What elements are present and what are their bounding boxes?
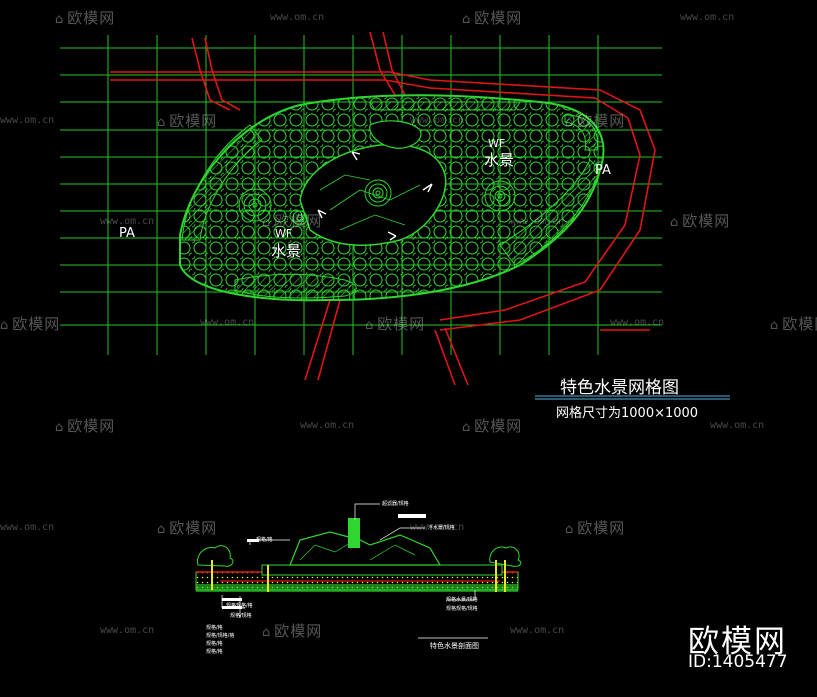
feature-pond-plan	[179, 94, 605, 302]
wf-left-name: 水景	[271, 242, 302, 260]
watermark-brand: ⌂欧模网	[365, 313, 425, 334]
pa-right-label: PA	[595, 163, 611, 178]
watermark-brand: ⌂欧模网	[0, 313, 60, 334]
sofa-icon: ⌂	[262, 625, 272, 640]
sofa-icon: ⌂	[565, 115, 575, 130]
watermark-url: www.om.cn	[100, 625, 155, 636]
sofa-icon: ⌂	[0, 318, 10, 333]
watermark-brand: ⌂欧模网	[157, 517, 217, 538]
watermark-brand: ⌂欧模网	[157, 110, 217, 131]
sofa-icon: ⌂	[462, 420, 472, 435]
watermark-brand-text: 欧模网	[169, 519, 218, 537]
watermark-brand: ⌂欧模网	[262, 620, 322, 641]
watermark-brand-text: 欧模网	[274, 622, 323, 640]
watermark-brand-text: 欧模网	[67, 9, 116, 27]
watermark-brand-text: 欧模网	[67, 417, 116, 435]
callout-label: 规格/格	[256, 537, 273, 543]
callout-label: 规格/格	[206, 649, 223, 655]
watermark-brand: ⌂欧模网	[670, 210, 730, 231]
watermark-url: www.om.cn	[300, 420, 355, 431]
section-drawing	[195, 503, 522, 639]
watermark-brand-text: 欧模网	[577, 519, 626, 537]
watermark-brand-text: 欧模网	[474, 417, 523, 435]
pa-left-label: PA	[119, 226, 135, 241]
plan-subtitle: 网格尺寸为1000×1000	[556, 406, 699, 421]
watermark-url: www.om.cn	[710, 420, 765, 431]
watermark-url: www.om.cn	[100, 216, 155, 227]
callout-label: 规格水景/规格	[446, 597, 478, 603]
watermark-brand: ⌂欧模网	[462, 415, 522, 436]
watermark-brand: ⌂欧模网	[55, 7, 115, 28]
watermark-brand-text: 欧模网	[274, 212, 323, 230]
watermark-url: www.om.cn	[510, 625, 565, 636]
model-id-label: ID:1405477	[688, 652, 788, 672]
watermark-brand: ⌂欧模网	[262, 210, 322, 231]
wf-left-code: WF	[275, 227, 293, 240]
watermark-url: www.om.cn	[410, 115, 465, 126]
callout-label: 规格/规格	[230, 613, 252, 619]
watermark-brand: ⌂欧模网	[462, 7, 522, 28]
sofa-icon: ⌂	[462, 12, 472, 27]
watermark-url: www.om.cn	[0, 115, 55, 126]
watermark-brand: ⌂欧模网	[770, 313, 817, 334]
wf-right-code: WF	[488, 137, 506, 150]
callout-label: 规格规格/规格	[446, 606, 478, 612]
watermark-url: www.om.cn	[610, 317, 665, 328]
watermark-brand: ⌂欧模网	[55, 415, 115, 436]
callout-label: 规格/格	[206, 641, 223, 647]
callout-label: 超滤器/规格	[382, 501, 409, 507]
watermark-brand-text: 欧模网	[577, 112, 626, 130]
watermark-url: www.om.cn	[510, 216, 565, 227]
sofa-icon: ⌂	[262, 215, 272, 230]
watermark-brand: ⌂欧模网	[565, 517, 625, 538]
watermark-url: www.om.cn	[680, 12, 735, 23]
section-caption: 特色水景剖面图	[430, 642, 479, 650]
sofa-icon: ⌂	[55, 12, 65, 27]
sofa-icon: ⌂	[55, 420, 65, 435]
plan-title: 特色水景网格图	[560, 378, 679, 398]
watermark-brand: ⌂欧模网	[565, 110, 625, 131]
callout-label: 规格规格/格	[226, 603, 253, 609]
sofa-icon: ⌂	[770, 318, 780, 333]
sofa-icon: ⌂	[365, 318, 375, 333]
watermark-brand-text: 欧模网	[682, 212, 731, 230]
watermark-brand-text: 欧模网	[377, 315, 426, 333]
watermark-url: www.om.cn	[270, 12, 325, 23]
title-underline	[535, 395, 730, 400]
watermark-url: www.om.cn	[410, 522, 465, 533]
sofa-icon: ⌂	[670, 215, 680, 230]
sofa-icon: ⌂	[565, 522, 575, 537]
wf-right-name: 水景	[484, 151, 515, 169]
path-outlines	[110, 31, 656, 386]
watermark-brand-text: 欧模网	[782, 315, 817, 333]
watermark-brand-text: 欧模网	[474, 9, 523, 27]
watermark-brand-text: 欧模网	[12, 315, 61, 333]
sofa-icon: ⌂	[157, 115, 167, 130]
callout-label: 规格/规格/格	[206, 633, 235, 639]
brand-logo-text: 欧模网	[688, 624, 787, 660]
callout-label: 浮水景/规格	[428, 525, 455, 531]
watermark-url: www.om.cn	[0, 522, 55, 533]
watermark-url: www.om.cn	[200, 317, 255, 328]
sofa-icon: ⌂	[157, 522, 167, 537]
watermark-brand-text: 欧模网	[169, 112, 218, 130]
callout-label: 规格/格	[206, 625, 223, 631]
